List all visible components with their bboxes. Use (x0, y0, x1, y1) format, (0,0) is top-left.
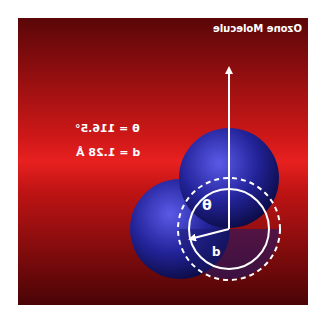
background-panel (18, 18, 308, 305)
angle-symbol: θ (202, 198, 212, 212)
bond-length-arrow (190, 229, 229, 239)
bond-length-value: d = 1.28 Å (76, 147, 140, 158)
atom-shadow (179, 229, 279, 279)
angle-value: θ = 116.5° (75, 123, 140, 134)
diagram-title: Ozone Molecule (213, 24, 302, 34)
bond-length-symbol: d (212, 246, 221, 258)
axis-arrow (228, 68, 230, 229)
